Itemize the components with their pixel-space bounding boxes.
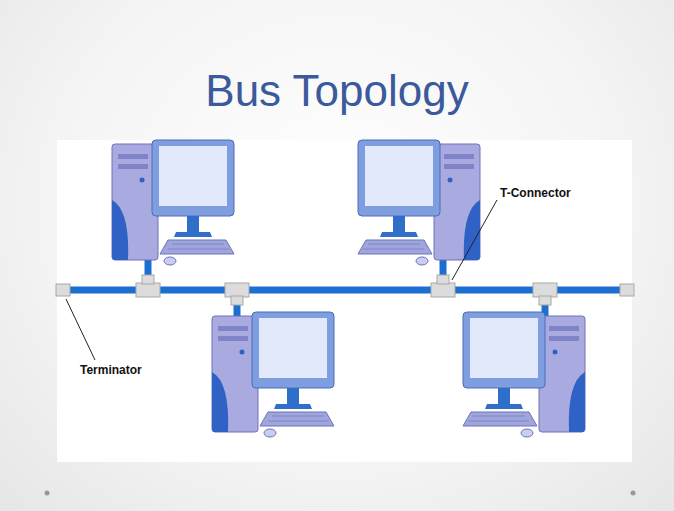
white-panel [57,140,632,462]
slide-dot [45,491,50,496]
slide-title: Bus Topology [0,66,674,116]
computer [212,312,334,437]
leader-line [452,200,497,280]
terminator [56,284,70,296]
t-connectors [136,275,557,305]
leader-line [66,299,95,360]
terminator [620,284,634,296]
computer [463,312,585,437]
computer [112,140,234,265]
part-label: Terminator [80,363,142,377]
part-label: T-Connector [500,186,571,200]
computer [358,140,480,265]
slide-dot [631,491,636,496]
